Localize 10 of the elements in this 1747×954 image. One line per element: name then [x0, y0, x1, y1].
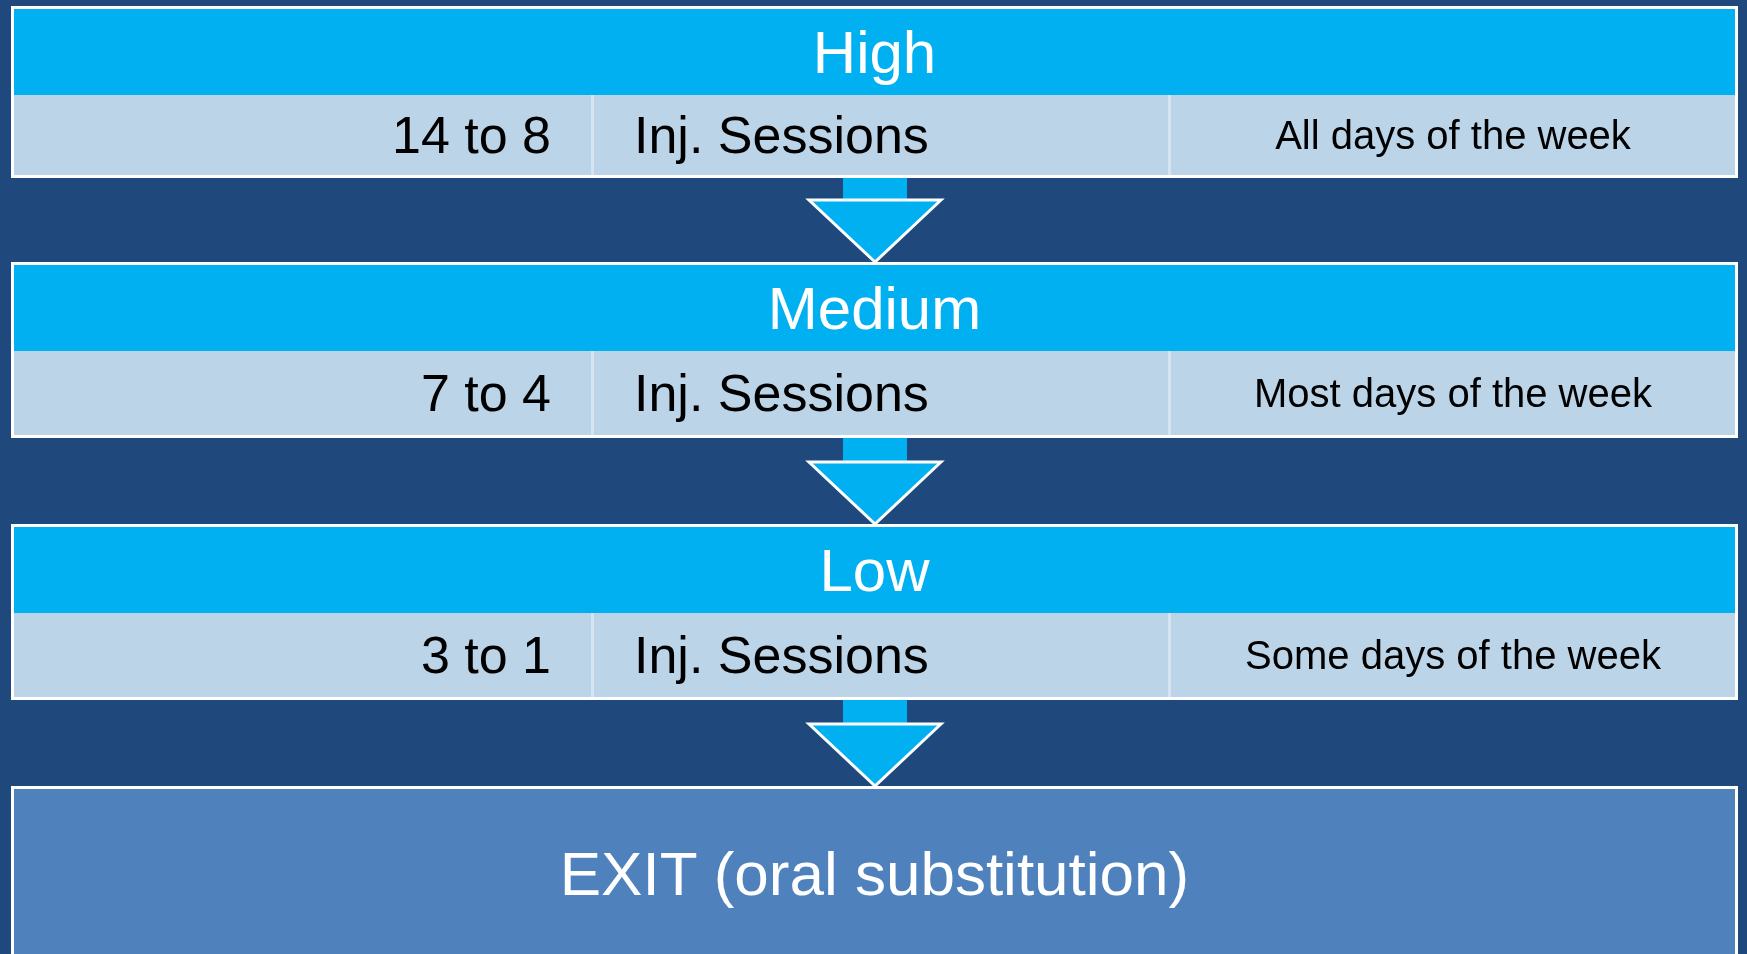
block-arrow — [807, 700, 943, 788]
level-header: High — [14, 9, 1735, 95]
block-arrow — [807, 438, 943, 526]
level-header: Low — [14, 527, 1735, 613]
level-box — [11, 524, 1738, 700]
level-box — [11, 6, 1738, 178]
level-box — [11, 262, 1738, 438]
block-arrow — [807, 178, 943, 264]
level-header: Medium — [14, 265, 1735, 351]
exit-box: EXIT (oral substitution) — [11, 786, 1738, 954]
